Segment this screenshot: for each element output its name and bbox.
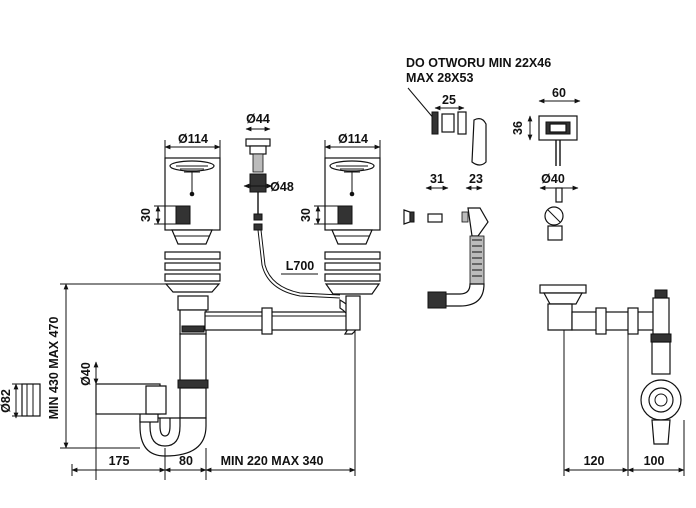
- dim-button-width: 25: [442, 93, 456, 107]
- dim-overflow-body: Ø48: [270, 180, 294, 194]
- dim-span-range: MIN 220 MAX 340: [221, 454, 324, 468]
- operator-detail: DO OTWORU MIN 22X46 MAX 28X53 25 60 36: [406, 56, 581, 166]
- dim-mid-len: 80: [179, 454, 193, 468]
- note-hole-line2: MAX 28X53: [406, 71, 473, 85]
- dim-left-len: 175: [109, 454, 130, 468]
- dim-nozzle-width: 23: [469, 172, 483, 186]
- dim-plug-width: 31: [430, 172, 444, 186]
- note-hole-line1: DO OTWORU MIN 22X46: [406, 56, 551, 70]
- dim-side-left: 120: [584, 454, 605, 468]
- dim-box-height: 36: [511, 121, 525, 135]
- plug-and-hose: 31 23: [403, 172, 489, 309]
- dim-bowl1-diameter: Ø114: [178, 132, 208, 146]
- outlet-end-view: Ø82: [0, 383, 41, 419]
- dim-overflow-top: Ø44: [246, 112, 270, 126]
- dim-hose-length: L700: [286, 259, 315, 273]
- dim-box-width: 60: [552, 86, 566, 100]
- main-dimensions: MIN 430 MAX 470 Ø40 175 80 MIN 220 MAX 3…: [47, 283, 356, 476]
- dim-side-right: 100: [644, 454, 665, 468]
- dim-height-range: MIN 430 MAX 470: [47, 317, 61, 420]
- dim-pipe-inlet: Ø40: [79, 362, 93, 386]
- side-view: Ø40 120 100: [539, 172, 685, 476]
- dim-side-inlet: Ø40: [541, 172, 565, 186]
- dim-bowl2-diameter: Ø114: [338, 132, 368, 146]
- dim-bowl2-height: 30: [299, 208, 313, 222]
- strainer-left: Ø114 30: [139, 132, 221, 293]
- dim-outlet-diameter: Ø82: [0, 389, 13, 413]
- overflow-unit: Ø44 Ø48 L700: [243, 112, 341, 299]
- main-siphon: [95, 295, 361, 480]
- dim-bowl1-height: 30: [139, 208, 153, 222]
- strainer-right: Ø114 30: [299, 132, 381, 295]
